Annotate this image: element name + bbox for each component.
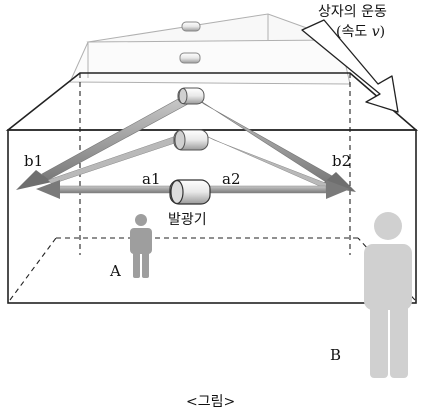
ray-b1-arrowhead	[16, 170, 52, 190]
emitter-main	[169, 179, 211, 205]
label-a1: a1	[142, 170, 161, 188]
observer-a-figure	[130, 214, 152, 278]
motion-label-var: v	[372, 24, 380, 40]
label-observer-a: A	[109, 262, 121, 280]
light-rays	[16, 97, 356, 199]
label-b2: b2	[332, 152, 351, 170]
observer-b-figure	[364, 212, 412, 378]
motion-label-prefix: (속도	[336, 24, 372, 40]
moving-box	[5, 72, 419, 304]
motion-arrow	[301, 19, 399, 113]
faded-emitter-top	[179, 21, 201, 64]
ray-a2-arrowhead	[326, 180, 350, 199]
label-b1: b1	[24, 152, 43, 170]
label-a2: a2	[222, 170, 241, 188]
emitter-top	[177, 87, 205, 105]
ray-b1	[41, 97, 189, 181]
figure-caption: <그림>	[186, 394, 235, 410]
ray-a1-arrowhead	[36, 180, 60, 199]
motion-label-line2: (속도 v)	[336, 24, 385, 40]
motion-label-line1: 상자의 운동	[318, 4, 387, 20]
motion-label-suffix: )	[380, 24, 385, 40]
label-observer-b: B	[330, 346, 341, 364]
emitter-middle	[173, 129, 209, 151]
ray-b2	[195, 97, 333, 183]
emitter-label: 발광기	[168, 212, 207, 228]
